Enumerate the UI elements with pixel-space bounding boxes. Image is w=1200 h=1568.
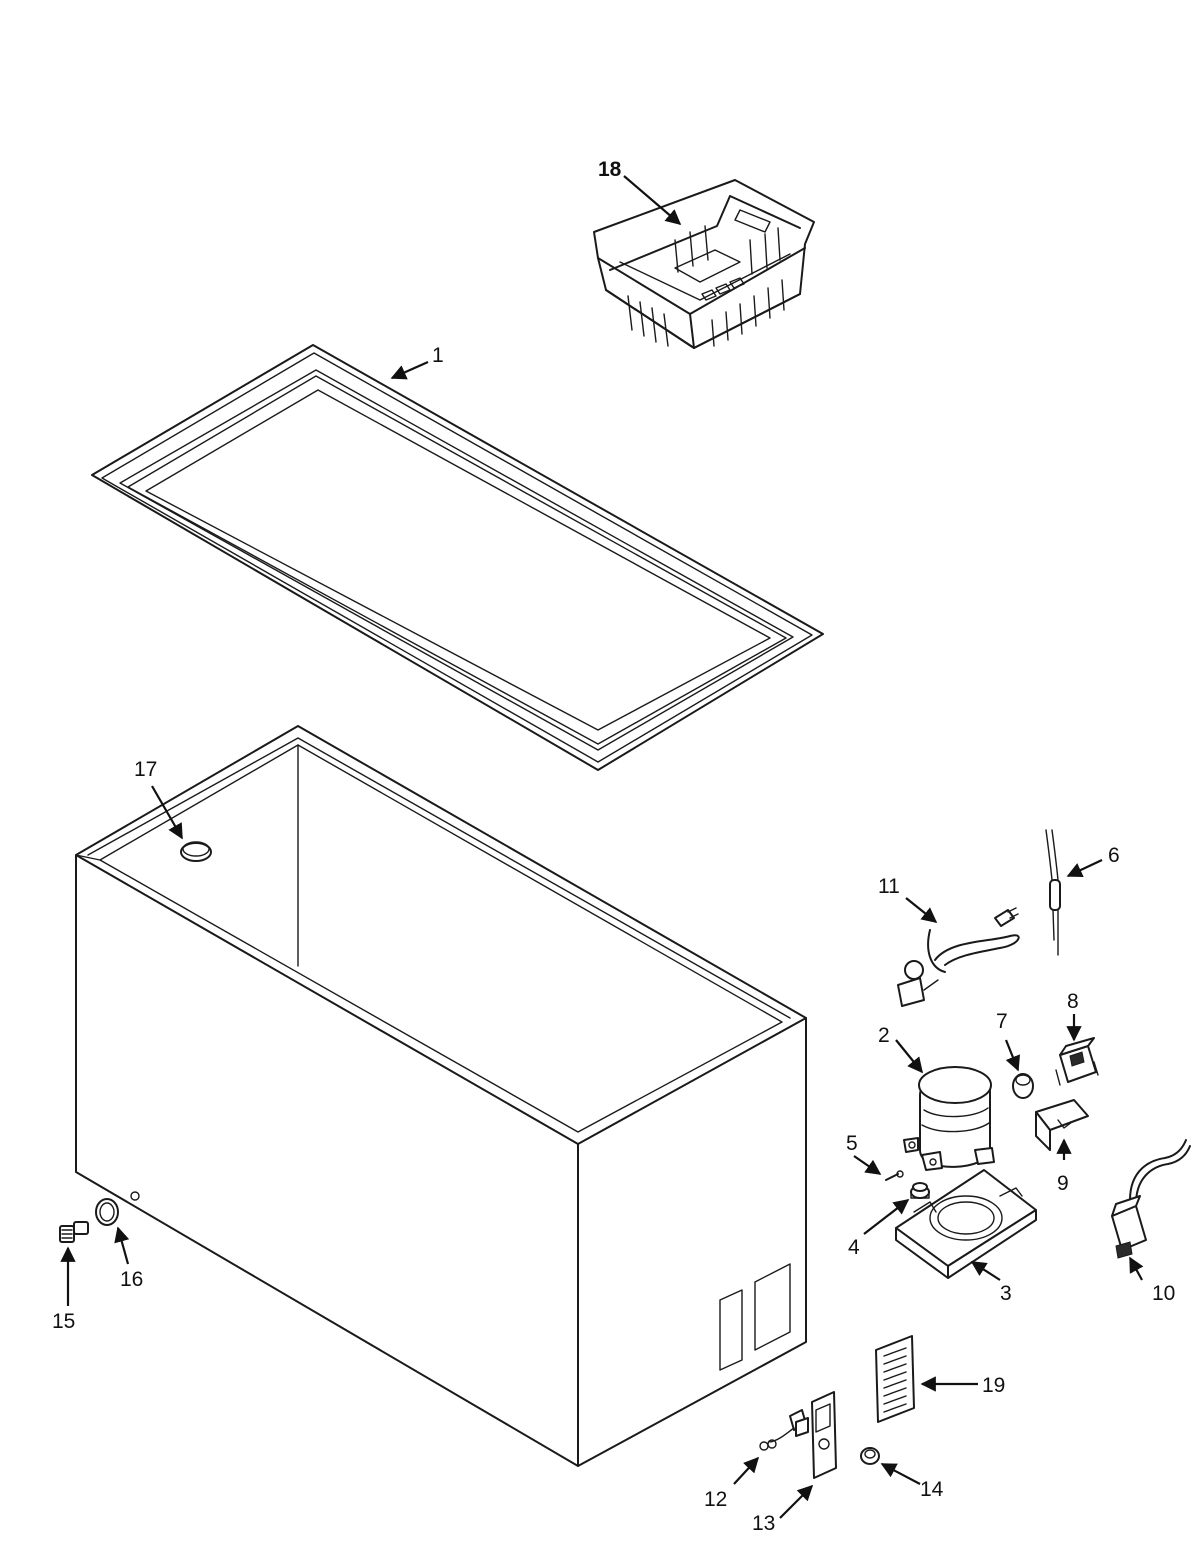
freezer-cabinet — [75, 725, 807, 1467]
relay-cover — [1035, 1099, 1089, 1151]
power-cord — [897, 907, 1020, 1007]
light-socket-wire — [759, 1409, 809, 1451]
callout-18: 18 — [598, 158, 622, 181]
lid-liner — [91, 344, 824, 771]
callout-4: 4 — [848, 1236, 860, 1259]
knob — [860, 1447, 880, 1465]
callout-14: 14 — [920, 1478, 944, 1501]
drain-fitting — [59, 1221, 89, 1243]
callout-8: 8 — [1067, 990, 1079, 1013]
callout-13: 13 — [752, 1512, 775, 1535]
callout-2: 2 — [878, 1024, 890, 1047]
callout-17: 17 — [134, 758, 157, 781]
compressor-base-plate — [895, 1169, 1037, 1279]
callout-5: 5 — [846, 1132, 858, 1155]
control-panel — [811, 1391, 837, 1479]
drain-cap — [95, 1198, 119, 1226]
callout-3: 3 — [1000, 1282, 1012, 1305]
callout-7: 7 — [996, 1010, 1008, 1033]
compressor — [903, 1066, 995, 1171]
callout-10: 10 — [1152, 1282, 1175, 1305]
clip — [885, 1170, 904, 1181]
callout-15: 15 — [52, 1310, 75, 1333]
basket — [593, 179, 815, 349]
callout-19: 19 — [982, 1374, 1005, 1397]
callout-12: 12 — [704, 1488, 727, 1511]
callout-6: 6 — [1108, 844, 1120, 867]
callout-16: 16 — [120, 1268, 143, 1291]
overload-cap — [1012, 1073, 1034, 1099]
grommet — [910, 1182, 930, 1199]
callout-9: 9 — [1057, 1172, 1069, 1195]
thermostat-capillary — [1045, 829, 1061, 956]
callout-1: 1 — [432, 344, 444, 367]
leader-arrows — [60, 175, 1144, 1519]
callout-labels: 18 1 17 6 11 8 7 2 5 9 4 3 10 16 15 19 1… — [52, 158, 1175, 1535]
callout-11: 11 — [878, 875, 900, 898]
grille — [875, 1335, 915, 1423]
drain-plug — [180, 841, 212, 862]
relay — [1055, 1037, 1099, 1086]
thermostat-control — [1111, 1139, 1191, 1259]
